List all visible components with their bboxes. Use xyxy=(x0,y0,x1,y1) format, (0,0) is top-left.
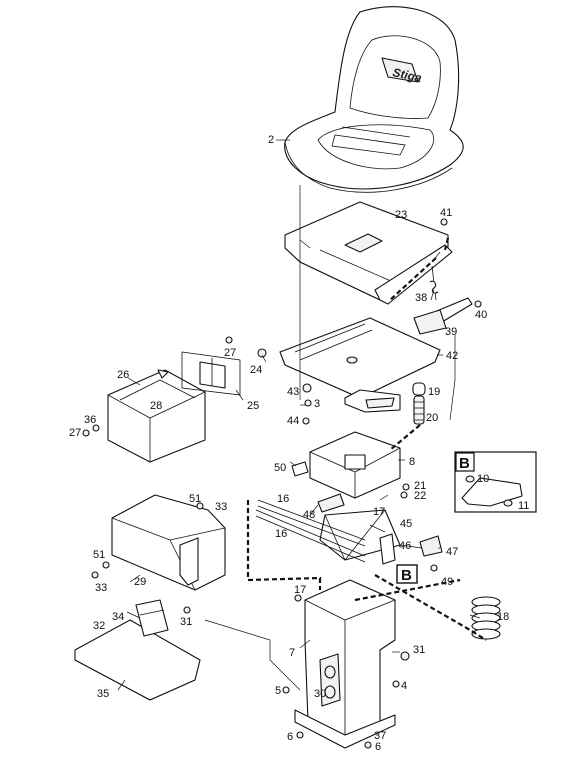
callout-24: 24 xyxy=(250,364,262,376)
shock-absorber xyxy=(412,382,426,425)
callout-6-right: 6 xyxy=(375,741,381,753)
callout-33-left: 33 xyxy=(95,582,107,594)
marker-b-label: B xyxy=(401,567,412,584)
callout-50: 50 xyxy=(274,462,286,474)
detail-box-label: B xyxy=(459,455,470,472)
callout-38: 38 xyxy=(415,292,427,304)
callout-45: 45 xyxy=(400,518,412,530)
callout-23: 23 xyxy=(395,209,407,221)
hinge-arm-assembly xyxy=(317,493,443,565)
callout-41: 41 xyxy=(440,207,452,219)
fasteners xyxy=(82,218,482,749)
callout-51-left: 51 xyxy=(93,549,105,561)
callout-detail-11: 11 xyxy=(518,500,529,512)
callout-40: 40 xyxy=(475,309,487,321)
suspension-block xyxy=(291,431,401,499)
callouts: 2 23 41 38 40 39 27 24 42 26 28 25 43 3 … xyxy=(69,134,509,753)
callout-8: 8 xyxy=(409,456,415,468)
callout-31-right: 31 xyxy=(413,644,425,656)
callout-21: 21 xyxy=(414,480,426,492)
callout-4: 4 xyxy=(401,680,407,692)
detail-box-b: B 10 11 xyxy=(454,451,537,513)
upper-slide-plate xyxy=(284,201,453,305)
callout-39: 39 xyxy=(445,326,457,338)
callout-27-left: 27 xyxy=(69,427,81,439)
callout-43: 43 xyxy=(287,386,299,398)
callout-28: 28 xyxy=(150,400,162,412)
callout-51-top: 51 xyxy=(189,493,201,505)
callout-17-mid: 17 xyxy=(373,506,385,518)
support-column xyxy=(294,579,396,749)
seat-brand-logo: Stiga xyxy=(391,65,423,85)
leader-lines xyxy=(117,139,481,691)
seat-adjust-lever xyxy=(413,265,473,335)
callout-26: 26 xyxy=(117,369,129,381)
callout-17-low: 17 xyxy=(294,584,306,596)
callout-16-bottom: 16 xyxy=(275,528,287,540)
callout-2: 2 xyxy=(268,134,274,146)
callout-47: 47 xyxy=(446,546,458,558)
callout-7: 7 xyxy=(289,647,295,659)
callout-31-left: 31 xyxy=(180,616,192,628)
callout-42: 42 xyxy=(446,350,458,362)
callout-18: 18 xyxy=(497,611,509,623)
callout-34: 34 xyxy=(112,611,124,623)
callout-16-top: 16 xyxy=(277,493,289,505)
callout-3: 3 xyxy=(314,398,320,410)
callout-25: 25 xyxy=(247,400,259,412)
callout-46: 46 xyxy=(399,540,411,552)
base-plate xyxy=(74,599,201,701)
battery-box xyxy=(107,369,206,463)
seat: Stiga xyxy=(284,6,464,193)
assembly-lines xyxy=(204,185,456,691)
cover-panel xyxy=(111,494,226,591)
battery-bracket xyxy=(181,351,241,396)
callout-37: 37 xyxy=(374,730,386,742)
callout-48: 48 xyxy=(303,509,315,521)
callout-5: 5 xyxy=(275,685,281,697)
marker-b: B xyxy=(396,564,418,584)
callout-22: 22 xyxy=(414,490,426,502)
lower-rail-plate xyxy=(279,317,441,413)
callout-19: 19 xyxy=(428,386,440,398)
callout-20: 20 xyxy=(426,412,438,424)
callout-detail-10: 10 xyxy=(477,473,489,485)
callout-36: 36 xyxy=(84,414,96,426)
callout-27-top: 27 xyxy=(224,347,236,359)
callout-49: 49 xyxy=(441,576,453,588)
rods xyxy=(255,499,366,563)
callout-35: 35 xyxy=(97,688,109,700)
callout-44: 44 xyxy=(287,415,299,427)
callout-33-top: 33 xyxy=(215,501,227,513)
callout-30: 30 xyxy=(314,688,326,700)
dashed-connectors xyxy=(246,237,487,641)
callout-6-left: 6 xyxy=(287,731,293,743)
callout-32: 32 xyxy=(93,620,105,632)
callout-29: 29 xyxy=(134,576,146,588)
